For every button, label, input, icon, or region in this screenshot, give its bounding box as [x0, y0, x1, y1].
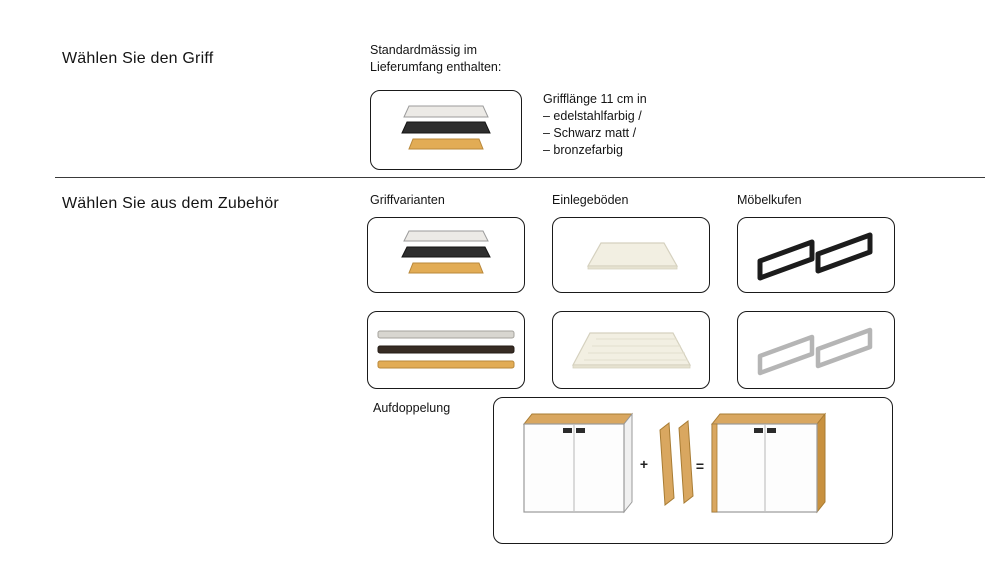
standard-note: Standardmässig im Lieferumfang enthalten… — [370, 42, 501, 76]
section-title-zubehoer: Wählen Sie aus dem Zubehör — [62, 195, 279, 212]
shelf-large-icon — [572, 332, 691, 369]
standard-handle-option[interactable] — [370, 90, 522, 170]
aufdoppelung-label: Aufdoppelung — [373, 401, 451, 415]
column-label-griffvarianten: Griffvarianten — [370, 193, 445, 207]
einlegeboden-option-2[interactable] — [552, 311, 710, 389]
aufdoppelung-illustration-icon — [522, 412, 827, 514]
handle-info-line2: – edelstahlfarbig / — [543, 109, 642, 123]
einlegeboden-option-1[interactable] — [552, 217, 710, 293]
column-label-moebelkufen: Möbelkufen — [737, 193, 802, 207]
handle-variant-bars-icon — [377, 330, 515, 369]
equals-sign: = — [695, 458, 705, 474]
section-divider — [55, 177, 985, 178]
column-label-einlegeboeden: Einlegeböden — [552, 193, 629, 207]
standard-handles-icon — [401, 105, 491, 150]
handle-info: Grifflänge 11 cm in – edelstahlfarbig / … — [543, 91, 647, 159]
shelf-small-icon — [586, 242, 679, 270]
moebelkufe-option-black[interactable] — [737, 217, 895, 293]
handle-info-line4: – bronzefarbig — [543, 143, 623, 157]
runner-white-icon — [757, 327, 873, 376]
moebelkufe-option-white[interactable] — [737, 311, 895, 389]
handle-info-line3: – Schwarz matt / — [543, 126, 637, 140]
standard-note-line2: Lieferumfang enthalten: — [370, 60, 502, 74]
runner-black-icon — [757, 232, 873, 281]
plus-sign: + — [639, 456, 649, 472]
aufdoppelung-option[interactable]: + = — [493, 397, 893, 544]
section-title-griff: Wählen Sie den Griff — [62, 50, 214, 67]
standard-note-line1: Standardmässig im — [370, 43, 477, 57]
handle-variant-stacked-icon — [401, 230, 491, 274]
griffvariante-option-2[interactable] — [367, 311, 525, 389]
griffvariante-option-1[interactable] — [367, 217, 525, 293]
handle-info-line1: Grifflänge 11 cm in — [543, 92, 647, 106]
